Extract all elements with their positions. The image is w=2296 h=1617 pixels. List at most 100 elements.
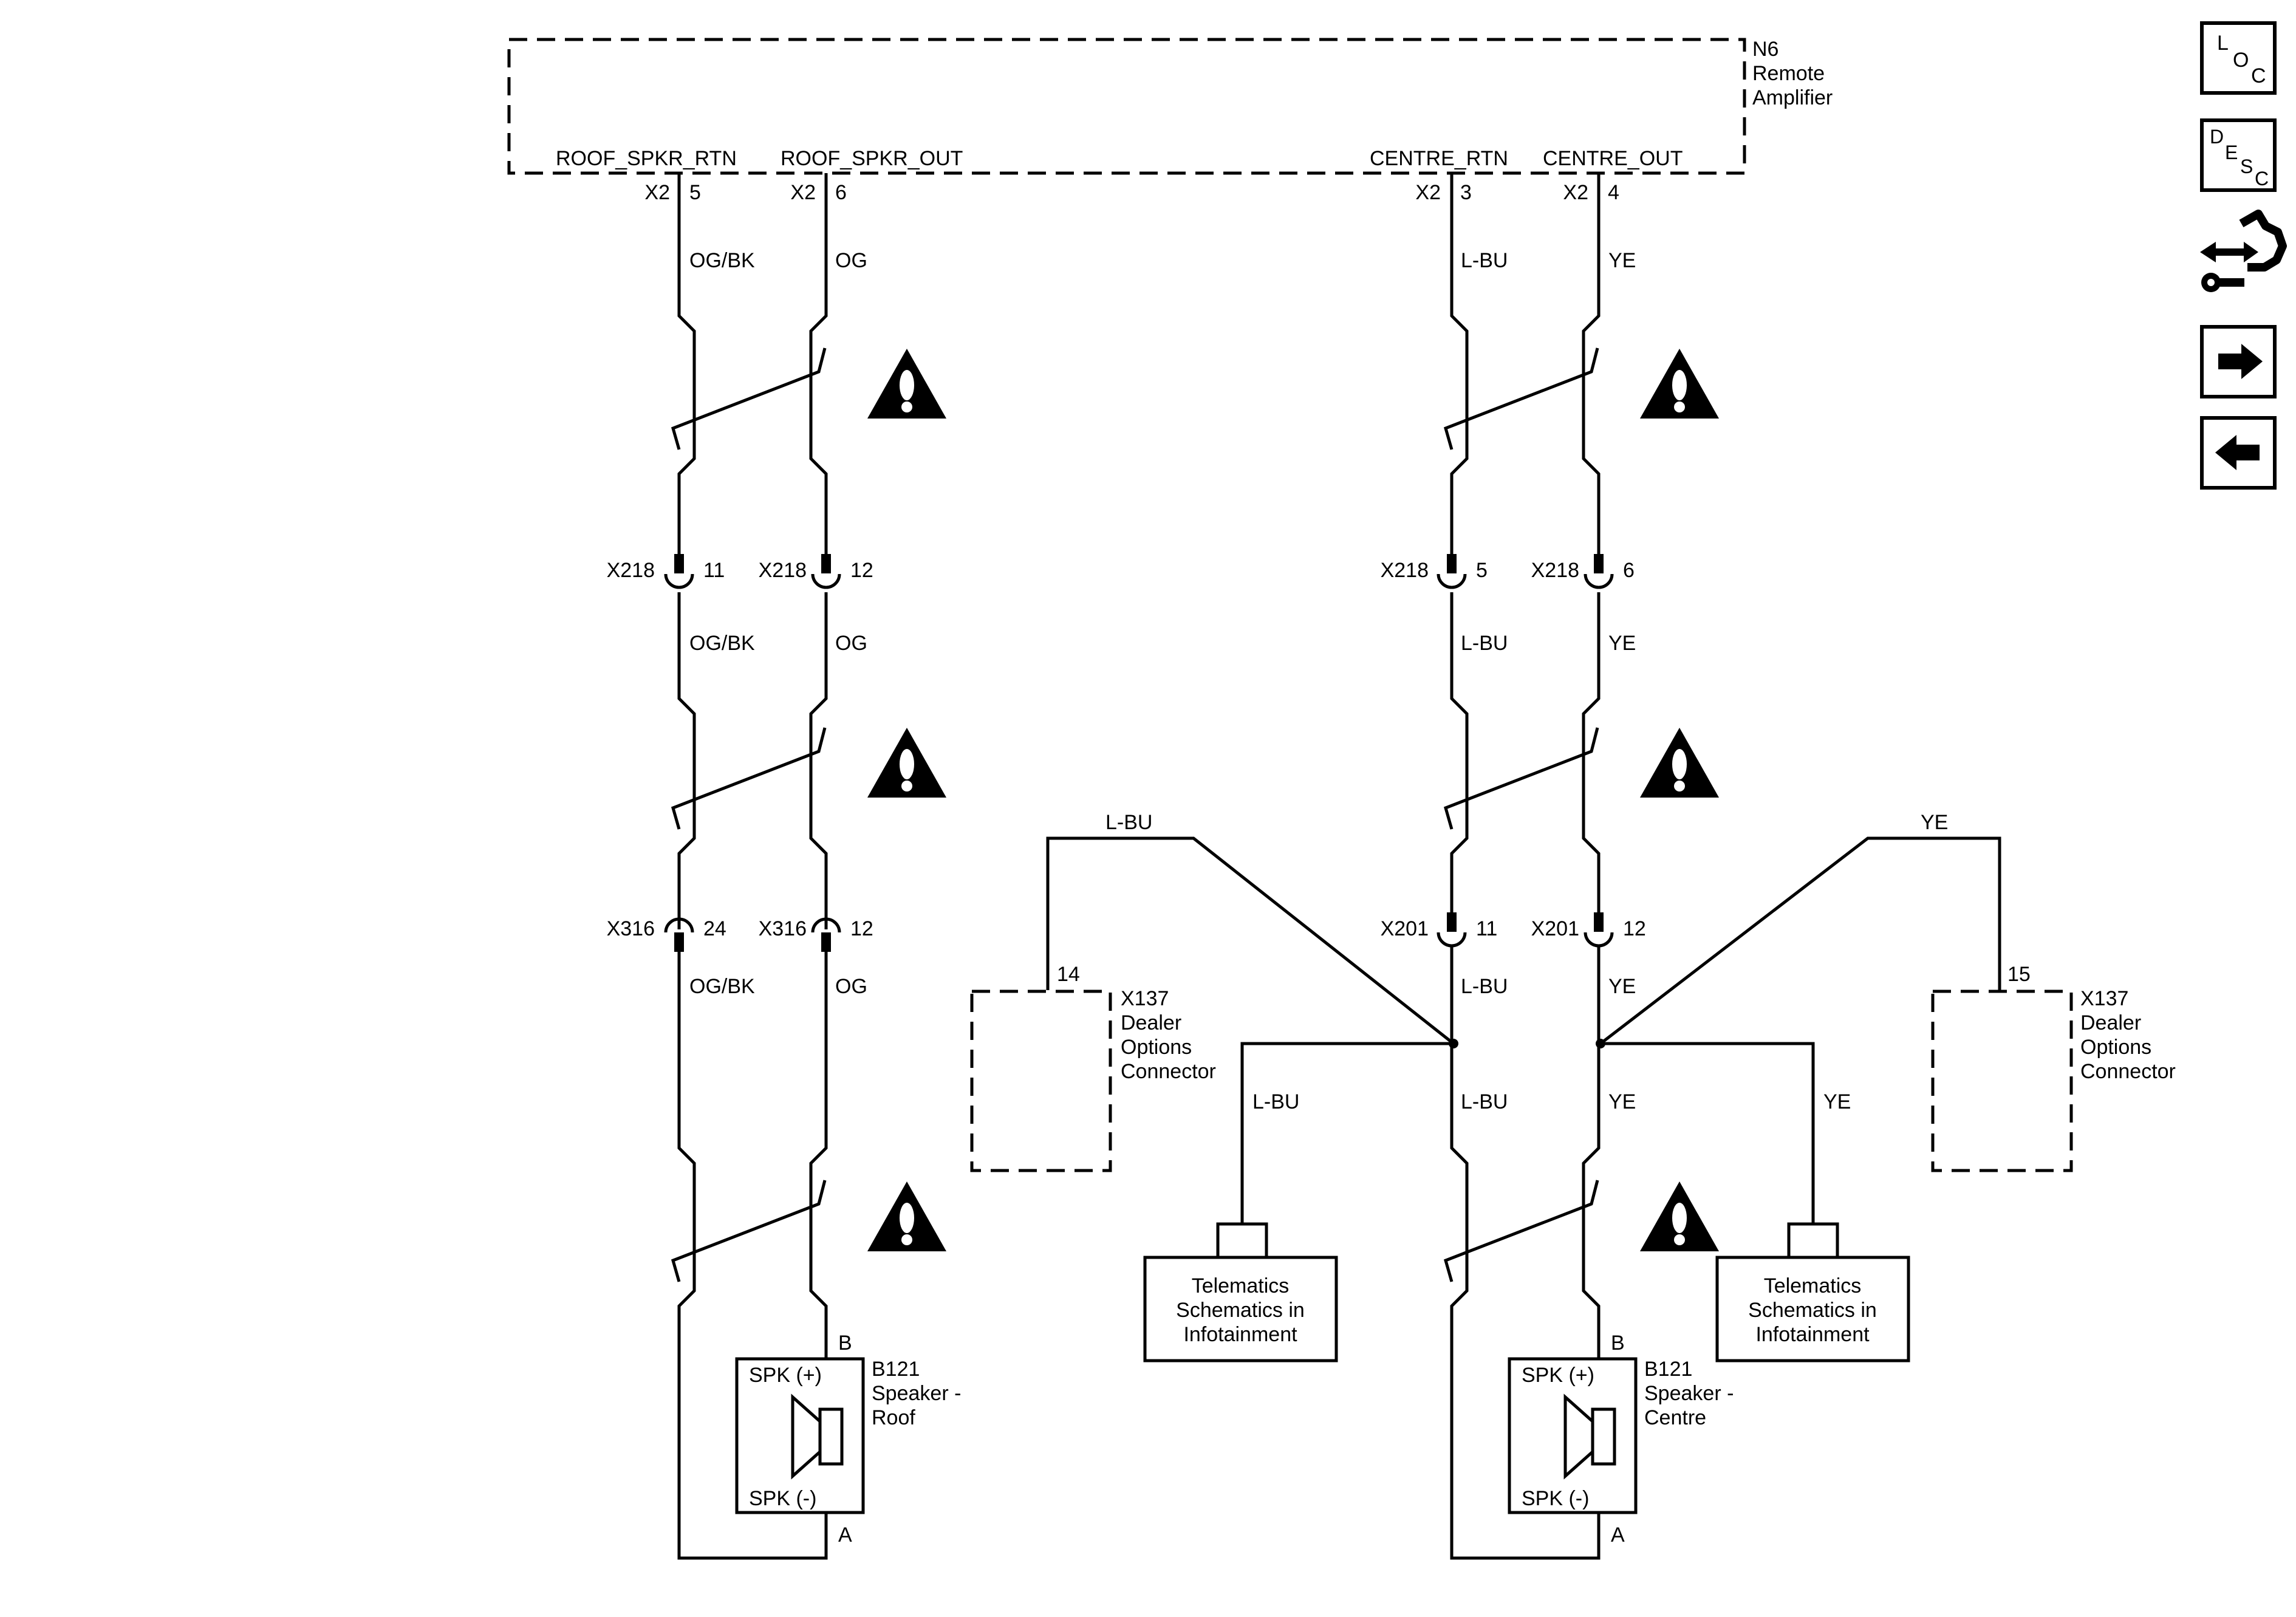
- location-button[interactable]: L O C: [2200, 21, 2277, 95]
- connector-label: X316: [607, 917, 655, 940]
- wire-color-labels: OG/BK OG/BK OG/BK OG OG OG L-BU L-BU L-B…: [689, 249, 1636, 1113]
- inline-connectors-x316: X316 24 X316 12: [607, 917, 873, 952]
- caution-icon[interactable]: [1640, 728, 1719, 798]
- connector-pin: 24: [703, 917, 726, 940]
- connector-label: X218: [759, 559, 807, 582]
- twisted-pair-symbols: [671, 347, 1599, 1282]
- loc-letter-c: C: [2251, 64, 2266, 87]
- inline-connector-x316-c1[interactable]: X316 24: [607, 917, 726, 952]
- wire-label-c1-3: OG/BK: [689, 975, 755, 998]
- twist-symbol-right-3: [1443, 1180, 1599, 1282]
- telematics-line1: Telematics: [1192, 1274, 1290, 1297]
- connector-label: X218: [1531, 559, 1579, 582]
- telematics-line3: Infotainment: [1183, 1323, 1297, 1346]
- wire-column-4: [1582, 173, 1601, 1358]
- dealer-connector-line2: Options: [1121, 1036, 1192, 1059]
- x2-label-c3: X2: [1415, 181, 1441, 204]
- connector-pin: 5: [1476, 559, 1488, 582]
- telematics-reference-right[interactable]: Telematics Schematics in Infotainment: [1715, 1222, 1910, 1362]
- wire-label-c4-4: YE: [1608, 1090, 1636, 1113]
- remote-amplifier-module: N6 Remote Amplifier ROOF_SPKR_RTN ROOF_S…: [507, 38, 1833, 204]
- dealer-connector-line1: Dealer: [2080, 1011, 2141, 1034]
- inline-connector-x218-c4[interactable]: X218 6: [1531, 554, 1635, 589]
- caution-icon[interactable]: [867, 728, 946, 798]
- loc-letter-o: O: [2233, 49, 2249, 72]
- branch-wire-dealer-right: [1599, 836, 2001, 1045]
- x2-pin-c3: 3: [1460, 181, 1472, 204]
- speaker-plus-label: SPK (+): [749, 1364, 822, 1387]
- inline-connector-x218-c3[interactable]: X218 5: [1381, 554, 1488, 589]
- branch-wire-telematics-left: [1240, 1042, 1454, 1224]
- speaker-pin-top: B: [838, 1332, 852, 1355]
- inline-connector-x201-c3[interactable]: X201 11: [1381, 912, 1498, 948]
- arrow-left-icon: [2215, 435, 2260, 470]
- dealer-connector-outline: [970, 990, 1112, 1172]
- wire-column-3: [1450, 173, 1601, 1560]
- inline-connector-x201-c4[interactable]: X201 12: [1531, 912, 1646, 948]
- caution-icon[interactable]: [1640, 1181, 1719, 1251]
- inline-connector-x218-c1[interactable]: X218 11: [607, 554, 725, 589]
- speaker-box: [1508, 1357, 1638, 1514]
- connector-label: X218: [1381, 559, 1429, 582]
- x2-pin-c4: 4: [1608, 181, 1619, 204]
- connector-label: X218: [607, 559, 655, 582]
- telematics-line3: Infotainment: [1755, 1323, 1870, 1346]
- connector-pin: 11: [1476, 917, 1497, 940]
- dealer-options-connector-right[interactable]: 15 X137 Dealer Options Connector: [1931, 963, 2176, 1172]
- caution-icon[interactable]: [867, 1181, 946, 1251]
- branch-wire-telematics-right: [1601, 1042, 1815, 1224]
- inline-connector-x218-c2[interactable]: X218 12: [759, 554, 873, 589]
- desc-letter-e: E: [2225, 142, 2238, 163]
- x2-pin-c1: 5: [689, 181, 701, 204]
- caution-icon[interactable]: [1640, 349, 1719, 419]
- dealer-connector-pin: 15: [2007, 963, 2031, 986]
- telematics-reference-left[interactable]: Telematics Schematics in Infotainment: [1143, 1222, 1338, 1362]
- telematics-box: [1143, 1256, 1338, 1362]
- dealer-connector-outline: [1931, 990, 2073, 1172]
- connector-label: X201: [1531, 917, 1579, 940]
- dealer-connector-line1: Dealer: [1121, 1011, 1181, 1034]
- caution-icon[interactable]: [867, 349, 946, 419]
- x2-pin-c2: 6: [835, 181, 847, 204]
- speaker-pin-bottom: A: [838, 1523, 852, 1547]
- twist-symbol-left-2: [671, 727, 827, 830]
- wire-label-c2-1: OG: [835, 249, 867, 272]
- pin-name-roof-spkr-rtn: ROOF_SPKR_RTN: [556, 147, 737, 170]
- wire-label-branch-left-top: L-BU: [1105, 811, 1152, 834]
- wire-label-branch-right-top: YE: [1921, 811, 1948, 834]
- previous-page-button[interactable]: [2200, 416, 2277, 490]
- dealer-connector-pin: 14: [1057, 963, 1080, 986]
- pin-name-roof-spkr-out: ROOF_SPKR_OUT: [781, 147, 963, 170]
- speaker-id: B121: [872, 1358, 920, 1381]
- wire-label-branch-left-telematics: L-BU: [1252, 1090, 1299, 1113]
- inline-connectors-x201: X201 11 X201 12: [1381, 912, 1646, 948]
- speaker-centre[interactable]: B A SPK (+) SPK (-) B121 Speaker - Centr…: [1508, 1332, 1734, 1547]
- wire-label-c4-3: YE: [1608, 975, 1636, 998]
- connector-repair-icon[interactable]: [2200, 210, 2287, 292]
- speaker-icon: [1563, 1393, 1616, 1480]
- telematics-line1: Telematics: [1764, 1274, 1862, 1297]
- branch-wire-dealer-left: [1046, 836, 1455, 1045]
- speaker-id: B121: [1644, 1358, 1692, 1381]
- speaker-minus-label: SPK (-): [749, 1487, 816, 1510]
- caution-icons: [867, 349, 1719, 1251]
- description-button[interactable]: D E S C: [2200, 118, 2277, 192]
- amplifier-name-line1: Remote: [1752, 62, 1825, 85]
- wire-label-c3-3: L-BU: [1461, 975, 1508, 998]
- connector-pin: 6: [1623, 559, 1635, 582]
- twist-symbol-right-2: [1443, 727, 1599, 830]
- dealer-connector-line2: Options: [2080, 1036, 2151, 1059]
- speaker-plus-label: SPK (+): [1522, 1364, 1594, 1387]
- dealer-connector-id: X137: [2080, 987, 2128, 1010]
- dealer-options-connector-left[interactable]: 14 X137 Dealer Options Connector: [970, 963, 1216, 1172]
- wire-label-c2-2: OG: [835, 632, 867, 655]
- pin-name-centre-rtn: CENTRE_RTN: [1370, 147, 1508, 170]
- speaker-roof[interactable]: B A SPK (+) SPK (-) B121 Speaker - Roof: [735, 1332, 961, 1547]
- x2-label-c1: X2: [644, 181, 670, 204]
- connector-pin: 11: [703, 559, 725, 582]
- speaker-box: [735, 1357, 865, 1514]
- inline-connector-x316-c2[interactable]: X316 12: [759, 917, 873, 952]
- next-page-button[interactable]: [2200, 325, 2277, 398]
- speaker-name-line1: Speaker -: [1644, 1382, 1734, 1405]
